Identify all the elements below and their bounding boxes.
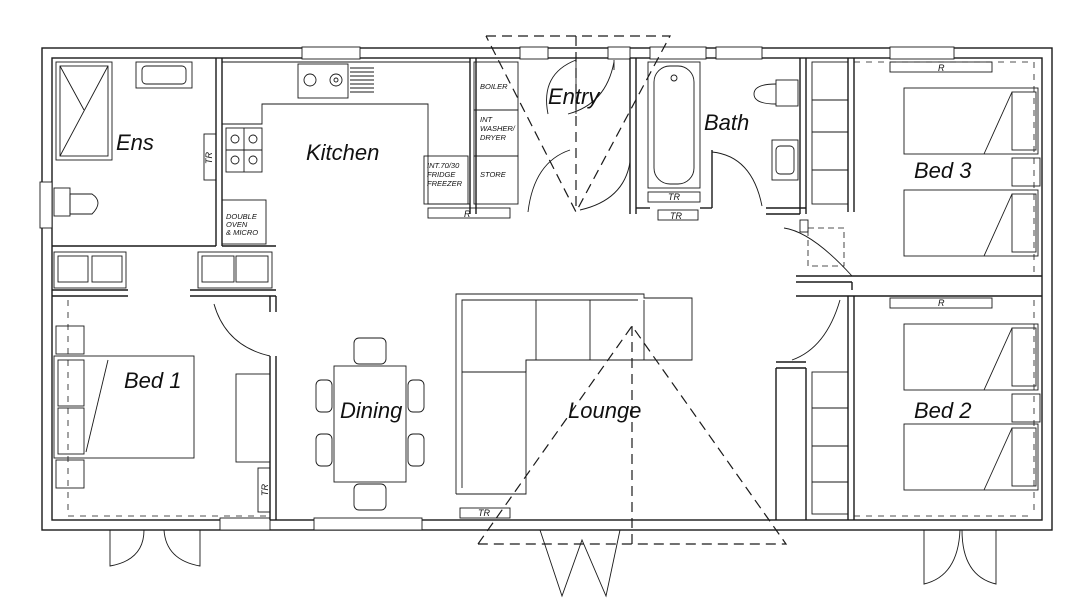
label-dining: Dining: [340, 398, 403, 423]
bath-fixtures: TR TR: [647, 61, 799, 221]
svg-text:WASHER/: WASHER/: [480, 124, 516, 133]
label-kitchen: Kitchen: [306, 140, 379, 165]
top-windows: [301, 46, 955, 60]
svg-text:R: R: [464, 209, 471, 219]
label-bed2: Bed 2: [914, 398, 972, 423]
svg-text:BOILER: BOILER: [480, 82, 508, 91]
bottom-windows: [219, 517, 423, 531]
vault-lines: [477, 35, 788, 545]
svg-text:OVEN: OVEN: [226, 220, 248, 229]
svg-text:INT.70/30: INT.70/30: [427, 161, 460, 170]
svg-text:FREEZER: FREEZER: [427, 179, 463, 188]
room-labels: Ens Kitchen Entry Bath Bed 3 Bed 1 Dinin…: [116, 84, 972, 423]
label-bed3: Bed 3: [914, 158, 972, 183]
hall-units: [53, 251, 273, 289]
drainer-lines: [350, 67, 374, 93]
dining-set: [315, 337, 425, 511]
lounge-sofa: TR: [455, 293, 693, 519]
svg-text:STORE: STORE: [480, 170, 507, 179]
svg-text:TR: TR: [478, 508, 490, 518]
ensuite-fixtures: TR: [53, 61, 217, 217]
svg-text:TR: TR: [668, 192, 680, 202]
svg-text:DRYER: DRYER: [480, 133, 507, 142]
svg-text:DOUBLE: DOUBLE: [226, 212, 258, 221]
label-bath: Bath: [704, 110, 749, 135]
svg-text:R: R: [938, 298, 945, 308]
svg-text:FRIDGE: FRIDGE: [427, 170, 456, 179]
interior-walls: [52, 58, 1042, 520]
kitchen-fixtures: DOUBLE OVEN & MICRO INT.70/30 FRIDGE FRE…: [221, 61, 519, 245]
doors: [109, 59, 997, 598]
side-window: [39, 181, 53, 229]
label-ens: Ens: [116, 130, 154, 155]
svg-text:TR: TR: [670, 211, 682, 221]
svg-text:& MICRO: & MICRO: [226, 228, 258, 237]
svg-text:INT: INT: [480, 115, 494, 124]
label-bed1: Bed 1: [124, 368, 182, 393]
label-entry: Entry: [548, 84, 601, 109]
label-lounge: Lounge: [568, 398, 641, 423]
svg-text:TR: TR: [204, 152, 214, 164]
bed2-fixtures: R: [811, 297, 1041, 517]
bed1-fixtures: TR: [53, 300, 271, 517]
bed3-fixtures: R: [799, 61, 1041, 272]
svg-text:R: R: [938, 63, 945, 73]
svg-text:TR: TR: [260, 484, 270, 496]
